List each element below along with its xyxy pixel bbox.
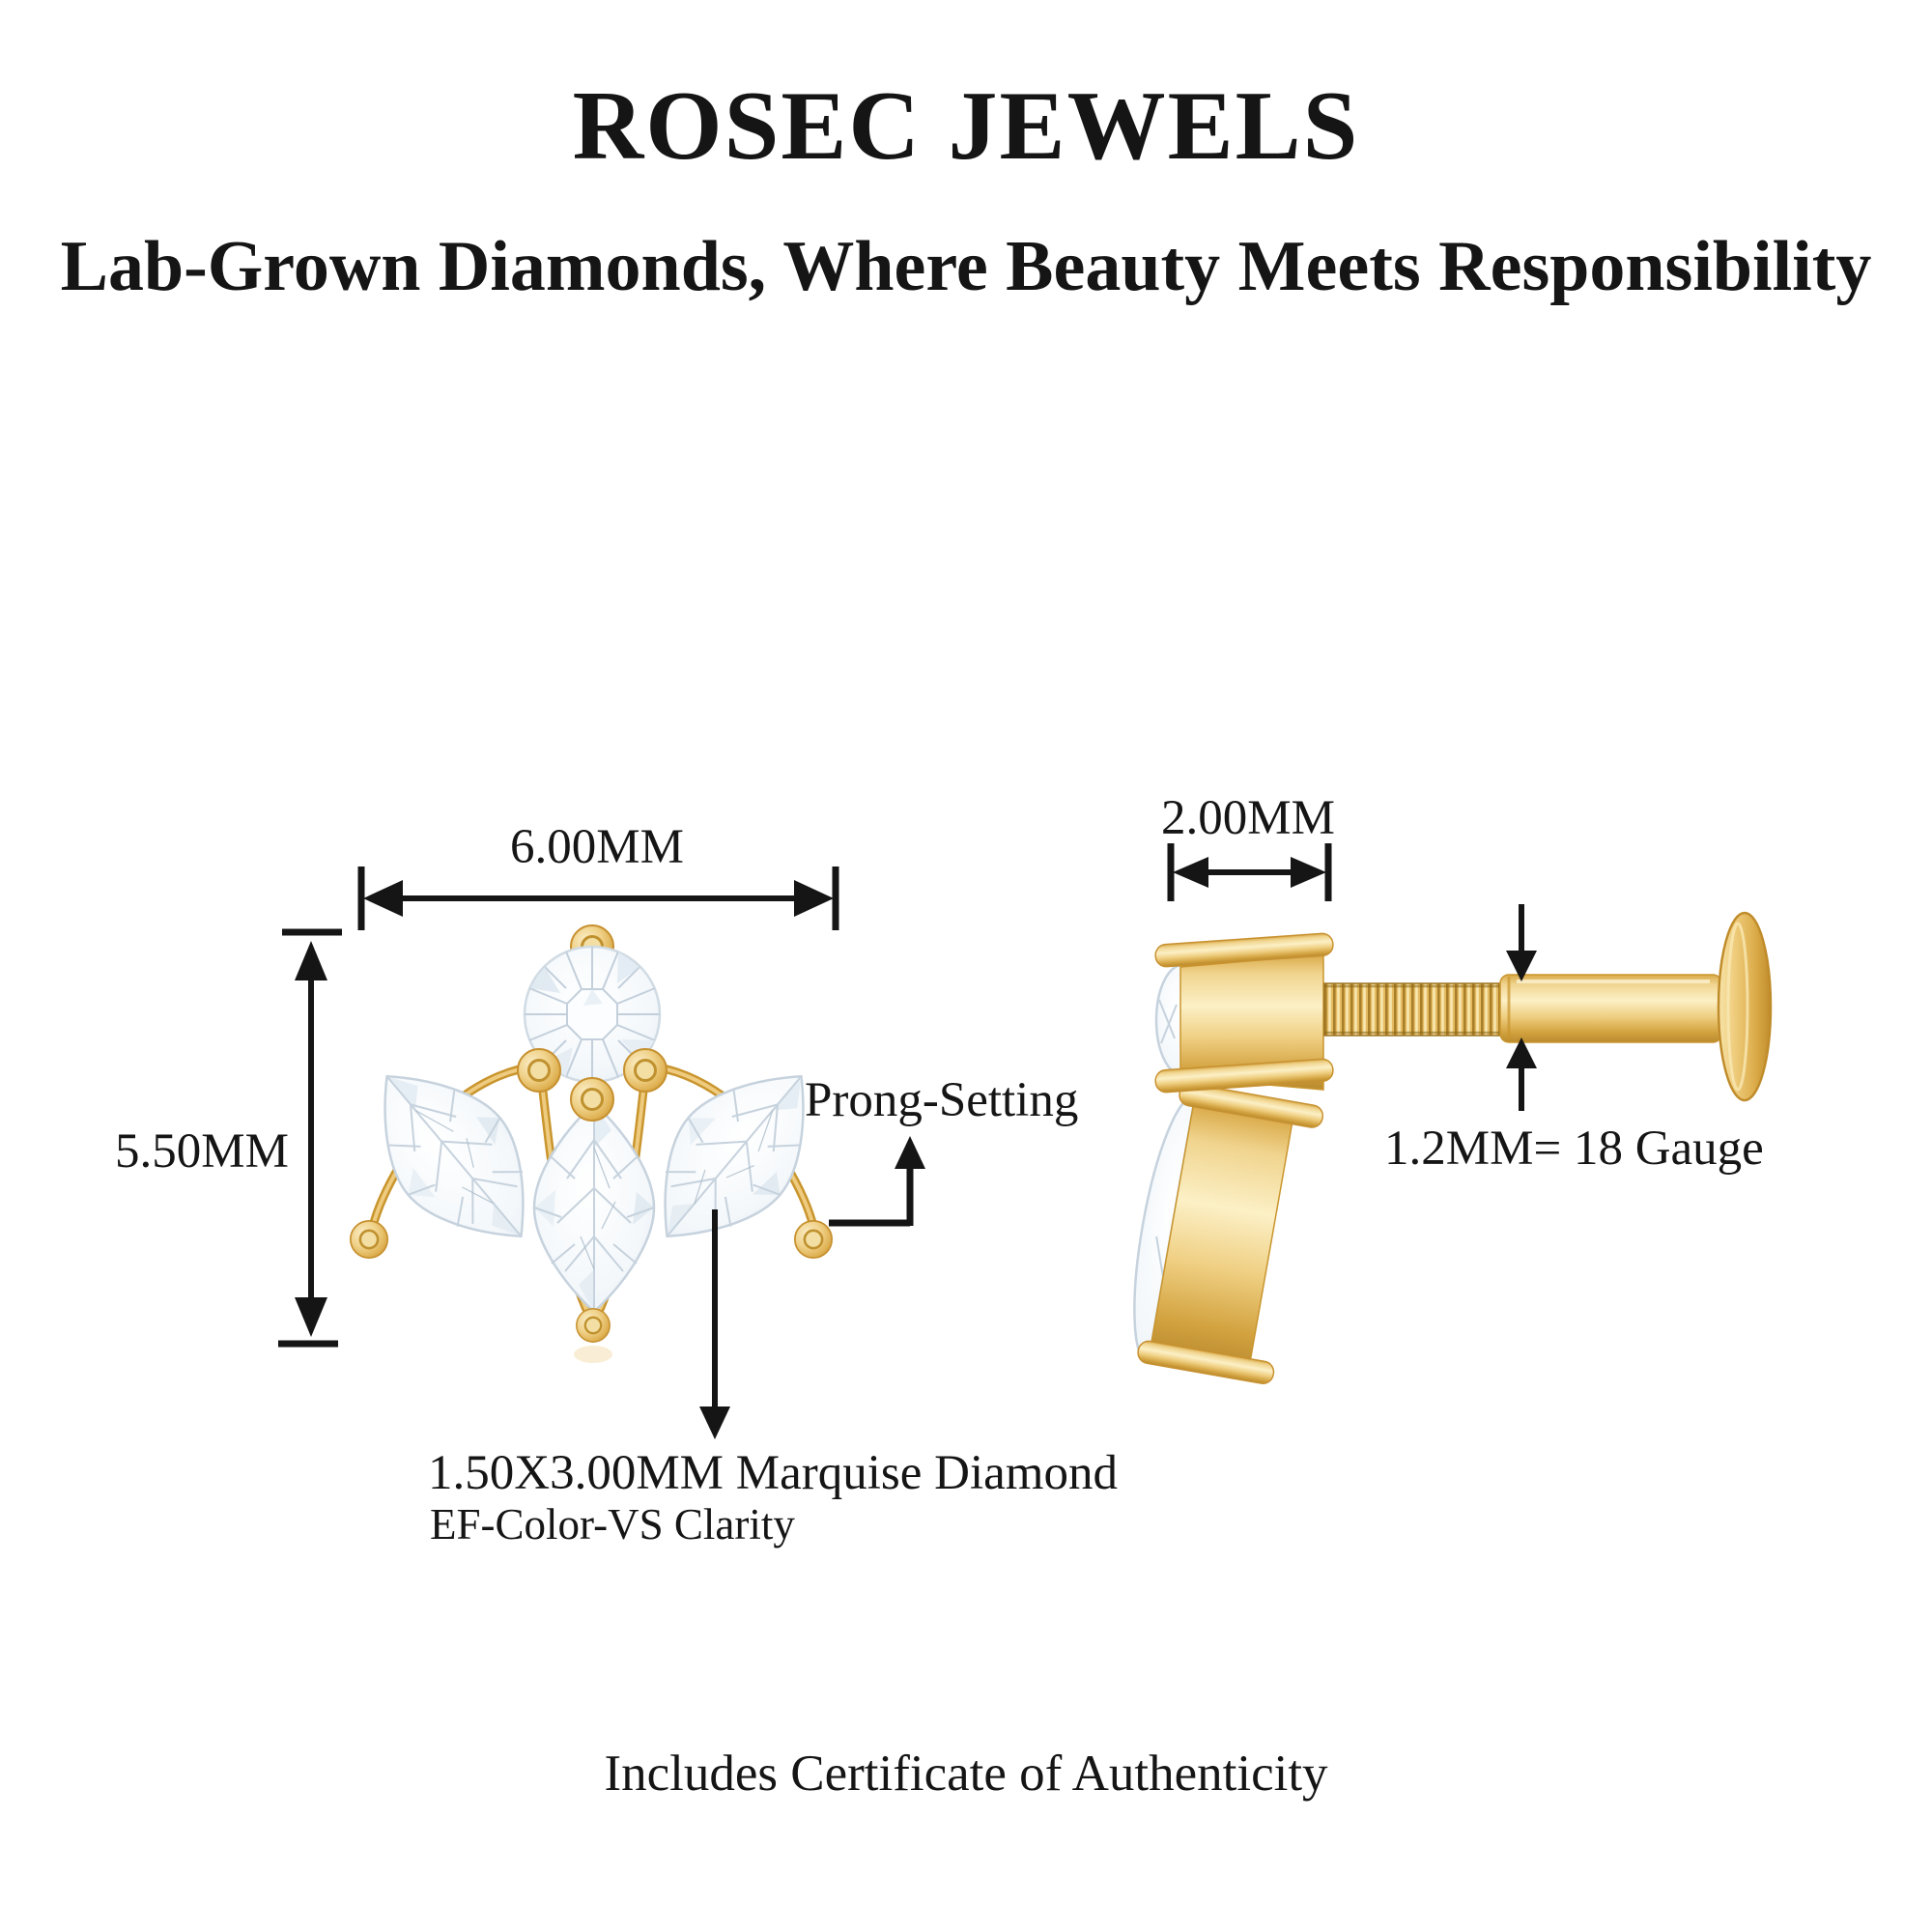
post-sleeve xyxy=(1499,974,1722,1043)
reflection xyxy=(574,1346,612,1363)
certificate-note: Includes Certificate of Authenticity xyxy=(604,1746,1328,1802)
marquise-size-label: 1.50X3.00MM Marquise Diamond xyxy=(428,1446,1118,1500)
front-view-diagram xyxy=(339,923,849,1363)
threaded-post xyxy=(1323,982,1501,1037)
brand-tagline: Lab-Grown Diamonds, Where Beauty Meets R… xyxy=(60,227,1872,306)
brand-title: ROSEC JEWELS xyxy=(572,71,1360,181)
side-width-label: 2.00MM xyxy=(1161,791,1335,845)
post-gauge-label: 1.2MM= 18 Gauge xyxy=(1384,1122,1764,1176)
side-view-diagram xyxy=(1133,911,1773,1384)
round-diamond xyxy=(523,945,662,1084)
prong-ball-tip-bottom xyxy=(575,1307,611,1344)
front-height-label: 5.50MM xyxy=(115,1124,289,1179)
prong-ball-center xyxy=(569,1076,615,1122)
prong-ball-right xyxy=(622,1047,668,1094)
post-gauge-arrows xyxy=(1506,904,1537,1111)
prong-setting-label: Prong-Setting xyxy=(805,1073,1079,1127)
labret-disc-back xyxy=(1717,911,1773,1102)
prong-setting-arrow xyxy=(829,1136,925,1227)
prong-ball-tip-right xyxy=(793,1219,834,1260)
marquise-label-arrow xyxy=(699,1209,730,1439)
front-width-dimension xyxy=(357,867,839,930)
dimension-annotations xyxy=(278,843,1537,1439)
clarity-label: EF-Color-VS Clarity xyxy=(430,1500,795,1548)
prong-ball-left xyxy=(516,1047,562,1094)
front-width-label: 6.00MM xyxy=(510,820,684,874)
front-height-dimension xyxy=(278,928,342,1348)
prong-ball-tip-left xyxy=(349,1219,389,1260)
side-round-basket xyxy=(1154,932,1334,1094)
side-width-dimension xyxy=(1167,843,1332,901)
side-marquise-basket xyxy=(1133,1083,1324,1384)
